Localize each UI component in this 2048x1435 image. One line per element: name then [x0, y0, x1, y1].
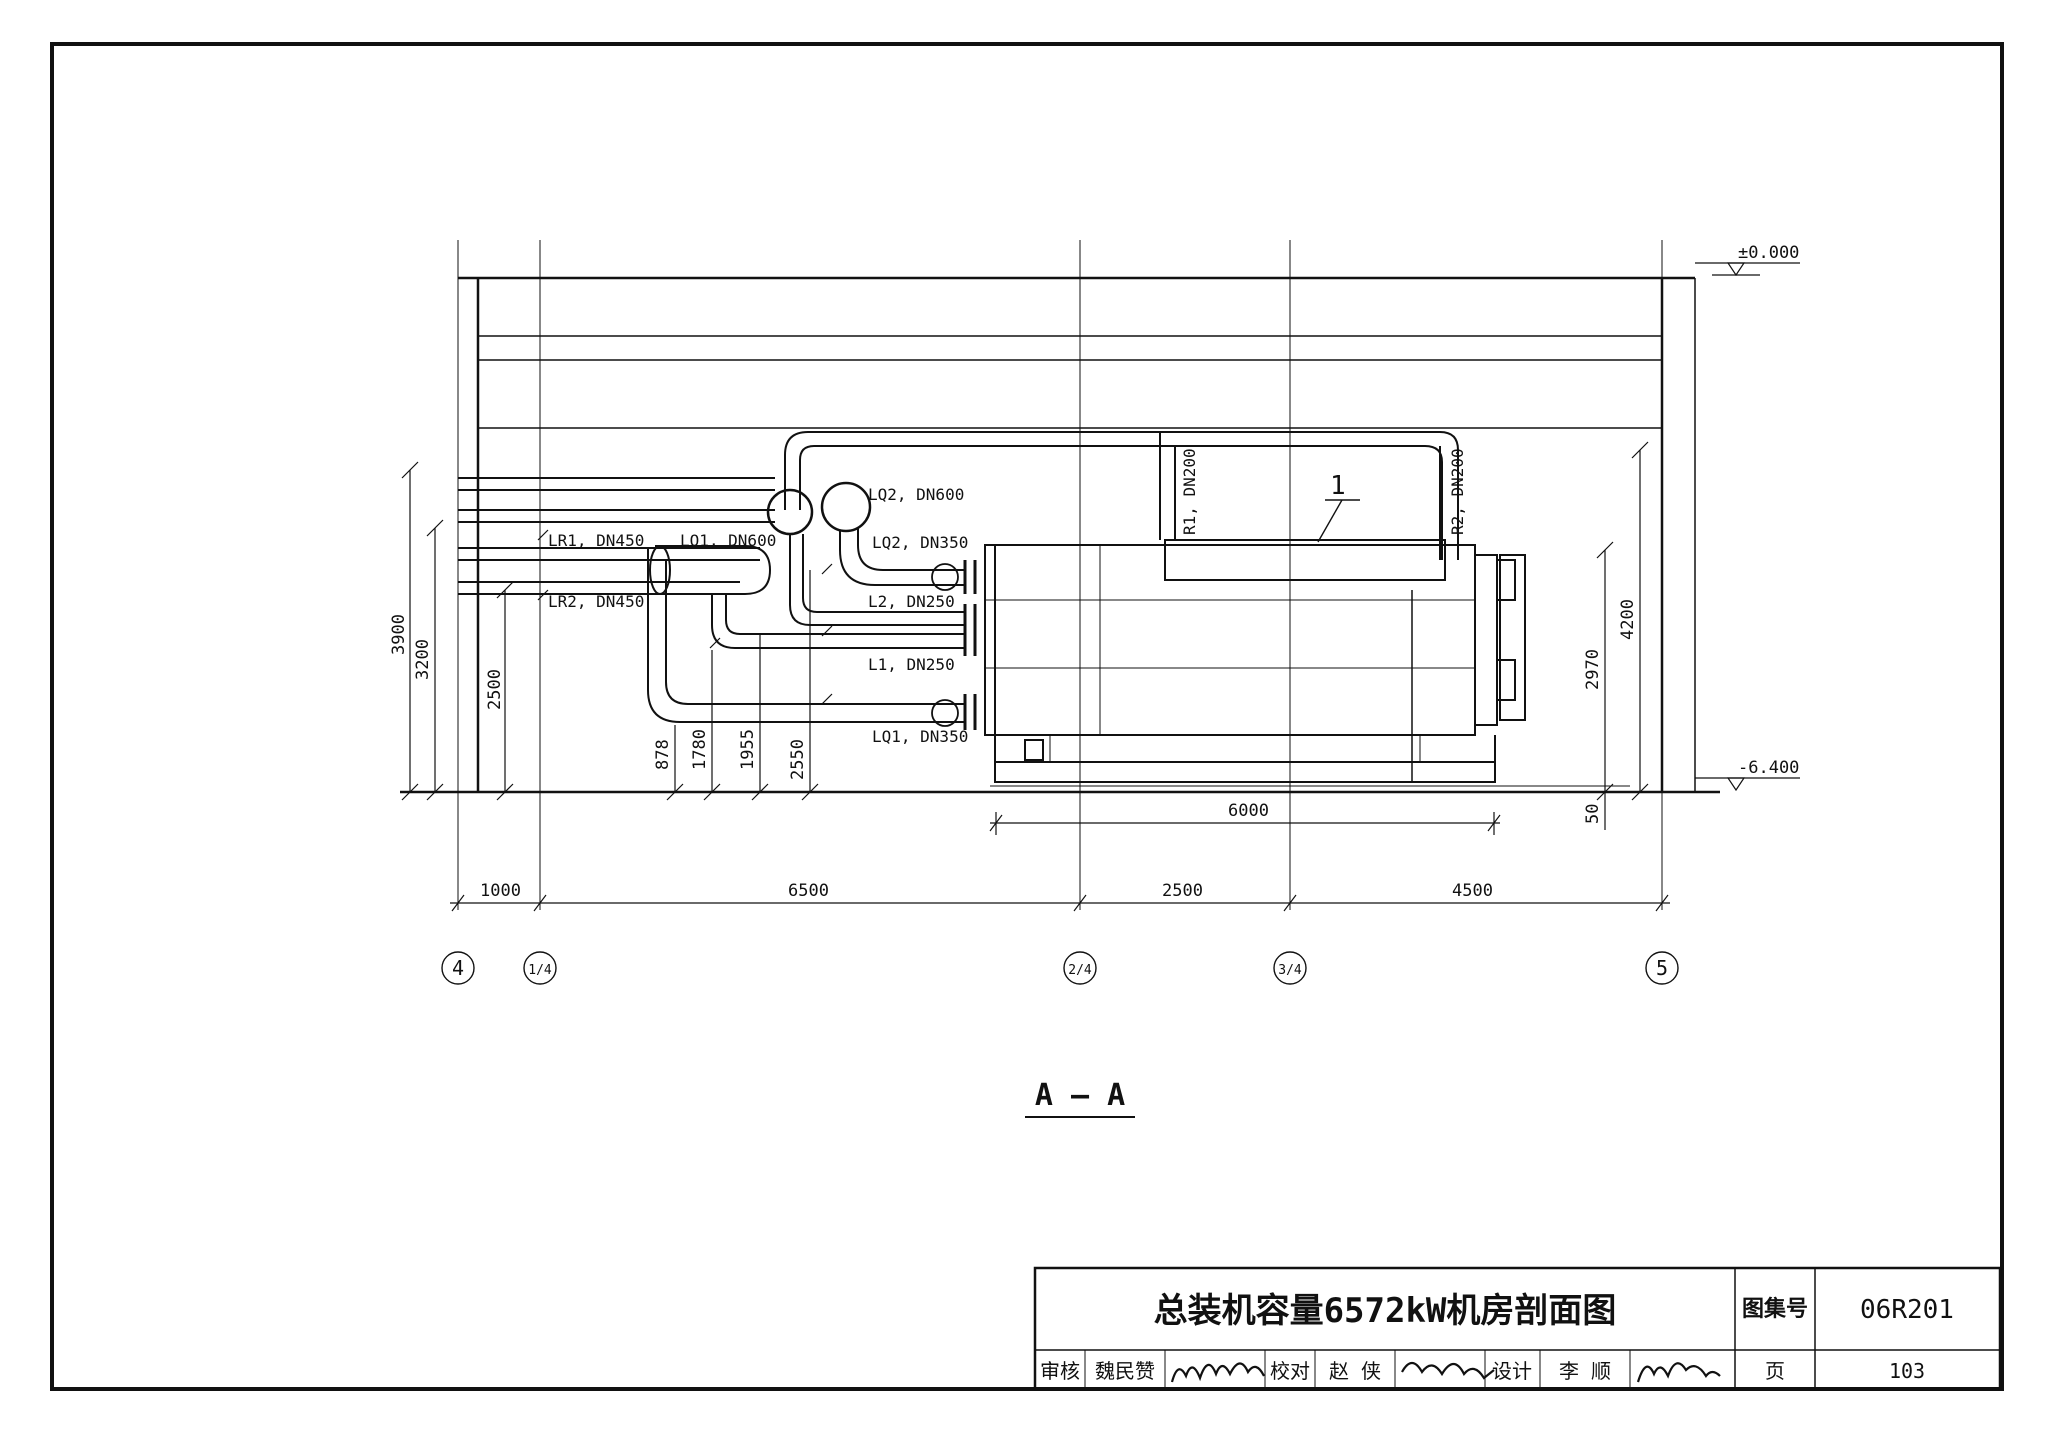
- svg-text:1/4: 1/4: [528, 963, 552, 978]
- atlas-number: 06R201: [1860, 1295, 1954, 1325]
- left-dim-2500: 2500: [485, 669, 505, 710]
- design-label: 设计: [1492, 1359, 1532, 1383]
- unit-dim-4200: 4200: [1618, 599, 1638, 640]
- label-r1-dn200: R1, DN200: [1180, 448, 1199, 535]
- axis-5: 5: [1645, 951, 1679, 985]
- unit-dim-2970: 2970: [1583, 649, 1603, 690]
- axis-4: 4: [441, 951, 475, 985]
- pipe-dim-878: 878: [653, 739, 673, 770]
- svg-text:3/4: 3/4: [1278, 963, 1302, 978]
- signature-review: [1170, 1362, 1265, 1383]
- dimension-texts: 1000 6500 2500 4500 6000 3900 3200 2500 …: [389, 599, 1638, 901]
- section-title: A – A: [1025, 1078, 1135, 1118]
- atlas-label: 图集号: [1742, 1296, 1808, 1322]
- left-dim-3900: 3900: [389, 614, 409, 655]
- axis-3-4: 3/4: [1273, 951, 1307, 985]
- building-section: [400, 240, 1720, 910]
- level-mark-top: ±0.000: [1695, 243, 1800, 277]
- leader-callout: 1: [1317, 471, 1360, 543]
- chiller-unit: [984, 539, 1526, 783]
- span-1: 1000: [480, 881, 521, 901]
- design-name: 李 顺: [1559, 1359, 1611, 1383]
- check-name: 赵 侠: [1329, 1359, 1381, 1383]
- title-block: [1033, 1266, 2002, 1391]
- svg-text:4: 4: [452, 956, 464, 980]
- signatures: [1170, 1361, 1721, 1383]
- pipe-labels: LQ2, DN600 LQ2, DN350 LR1, DN450 LQ1, DN…: [537, 448, 1467, 746]
- leader-number: 1: [1330, 471, 1346, 501]
- label-lq1-dn350: LQ1, DN350: [872, 727, 968, 746]
- title-block-text: 总装机容量6572kW机房剖面图 图集号 06R201 页 103 审核 魏民赞…: [1040, 1291, 1954, 1383]
- dimension-lines: [401, 441, 1670, 912]
- span-4: 4500: [1452, 881, 1493, 901]
- drawing-title: 总装机容量6572kW机房剖面图: [1154, 1291, 1617, 1331]
- page-label: 页: [1765, 1359, 1785, 1383]
- label-lq2-dn600: LQ2, DN600: [868, 485, 964, 504]
- level-bottom-label: -6.400: [1738, 758, 1799, 778]
- label-lq2-dn350: LQ2, DN350: [872, 533, 968, 552]
- page-number: 103: [1889, 1359, 1925, 1383]
- unit-dim-50: 50: [1583, 804, 1603, 824]
- axis-1-4: 1/4: [523, 951, 557, 985]
- span-3: 2500: [1162, 881, 1203, 901]
- pipe-dim-1780: 1780: [690, 729, 710, 770]
- review-name: 魏民赞: [1095, 1359, 1155, 1383]
- piping: [458, 431, 1459, 730]
- label-l1-dn250: L1, DN250: [868, 655, 955, 674]
- signature-design: [1636, 1362, 1721, 1383]
- svg-text:5: 5: [1656, 956, 1668, 980]
- label-lr2-dn450: LR2, DN450: [548, 592, 644, 611]
- level-mark-bottom: -6.400: [1695, 758, 1800, 792]
- span-2: 6500: [788, 881, 829, 901]
- sheet-frame: [50, 42, 2004, 1391]
- svg-text:A – A: A – A: [1035, 1078, 1125, 1113]
- level-top-label: ±0.000: [1738, 243, 1799, 263]
- label-l2-dn250: L2, DN250: [868, 592, 955, 611]
- unit-width: 6000: [1228, 801, 1269, 821]
- check-label: 校对: [1270, 1359, 1310, 1383]
- left-dim-3200: 3200: [413, 639, 433, 680]
- label-r2-dn200: R2, DN200: [1448, 448, 1467, 535]
- pipe-dim-2550: 2550: [788, 739, 808, 780]
- pipe-dim-1955: 1955: [738, 729, 758, 770]
- label-lr1-dn450: LR1, DN450: [548, 531, 644, 550]
- axis-bubbles: 4 1/4 2/4 3/4 5: [441, 951, 1679, 985]
- label-lq1-dn600: LQ1, DN600: [680, 531, 776, 550]
- signature-check: [1401, 1361, 1495, 1380]
- svg-text:2/4: 2/4: [1068, 963, 1092, 978]
- axis-2-4: 2/4: [1063, 951, 1097, 985]
- review-label: 审核: [1040, 1359, 1080, 1383]
